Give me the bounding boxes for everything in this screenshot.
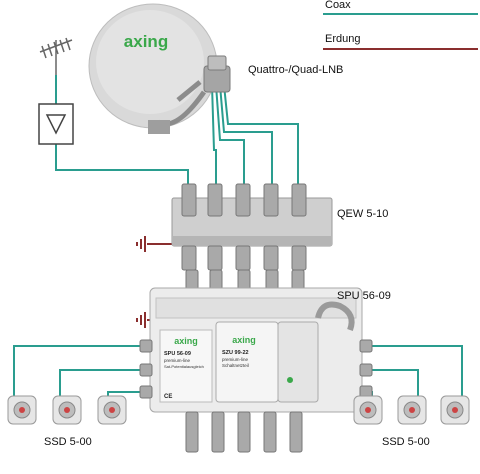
szu-sub1: premium-line xyxy=(222,357,249,362)
ssd-right-group xyxy=(353,395,470,425)
spu-model: SPU 56-09 xyxy=(164,351,191,357)
legend-coax-label: Coax xyxy=(325,0,351,11)
legend-ground-label: Erdung xyxy=(325,33,361,45)
ssd-socket-icon xyxy=(397,395,427,425)
ssd-socket-icon xyxy=(353,395,383,425)
amplifier-icon xyxy=(38,103,74,145)
qew-label: QEW 5-10 xyxy=(337,208,389,220)
terrestrial-antenna-icon xyxy=(39,37,73,75)
spu-label: SPU 56-09 xyxy=(337,290,391,302)
spu-brand: axing xyxy=(174,336,198,346)
spu-sub1: premium-line xyxy=(164,358,191,363)
ssd-left-group xyxy=(7,395,127,425)
szu-model: SZU 99-22 xyxy=(222,350,249,356)
ssd-left-label: SSD 5-00 xyxy=(44,436,92,448)
ground-symbol-qew xyxy=(136,236,146,252)
power-led-icon xyxy=(287,377,293,383)
szu-sub2: Schaltnetzteil xyxy=(222,363,249,368)
ssd-socket-icon xyxy=(97,395,127,425)
qew-device xyxy=(171,183,333,271)
ground-symbol-spu xyxy=(136,312,146,328)
lnb-label: Quattro-/Quad-LNB xyxy=(248,64,344,76)
satellite-dish-icon: axing xyxy=(88,3,231,134)
ce-mark: CE xyxy=(164,394,172,400)
dish-brand-logo: axing xyxy=(124,32,168,51)
szu-brand: axing xyxy=(232,335,256,345)
ssd-socket-icon xyxy=(440,395,470,425)
ssd-right-label: SSD 5-00 xyxy=(382,436,430,448)
ssd-socket-icon xyxy=(7,395,37,425)
spu-sub2: Sat-Potentialausgleich xyxy=(164,364,204,369)
spu-device: axing SPU 56-09 premium-line Sat-Potenti… xyxy=(139,269,373,453)
ssd-socket-icon xyxy=(52,395,82,425)
